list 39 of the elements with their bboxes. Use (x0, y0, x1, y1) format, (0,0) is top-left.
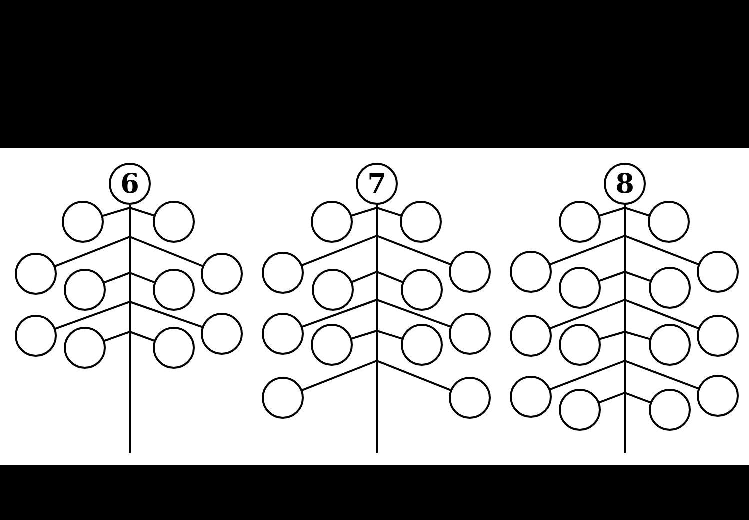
branch-line (54, 301, 130, 330)
branch-line (376, 330, 404, 340)
branch-line (350, 330, 378, 340)
trunk-line (624, 205, 626, 453)
branch-line (301, 299, 378, 328)
branch-line (130, 236, 204, 268)
branch-line (624, 235, 700, 266)
branch-line (598, 207, 626, 218)
branch-line (549, 299, 626, 330)
branch-line (376, 271, 404, 284)
branch-line (376, 235, 452, 266)
branch-line (301, 235, 378, 267)
branch-line (624, 392, 652, 404)
branch-line (549, 360, 626, 391)
branch-line (351, 271, 378, 284)
branch-line (549, 235, 626, 266)
branch-line (301, 360, 378, 392)
branch-line (624, 360, 700, 390)
branch-line (54, 236, 130, 268)
trunk-line (129, 205, 131, 453)
branch-line (598, 271, 626, 282)
branch-line (376, 360, 452, 392)
branch-line (103, 331, 130, 342)
branch-line (130, 331, 156, 342)
branch-line (130, 301, 204, 328)
branch-line (350, 207, 378, 218)
branch-line (624, 271, 652, 282)
branch-line (103, 272, 130, 284)
branch-line (376, 207, 402, 217)
branch-line (130, 272, 156, 284)
branch-line (102, 207, 130, 218)
branch-line (598, 392, 626, 404)
branch-line (130, 207, 156, 217)
branch-line (624, 331, 652, 340)
branch-line (624, 207, 650, 217)
trunk-line (376, 205, 378, 453)
branch-line (376, 299, 452, 328)
branch-line (598, 331, 626, 340)
branch-line (624, 299, 700, 330)
